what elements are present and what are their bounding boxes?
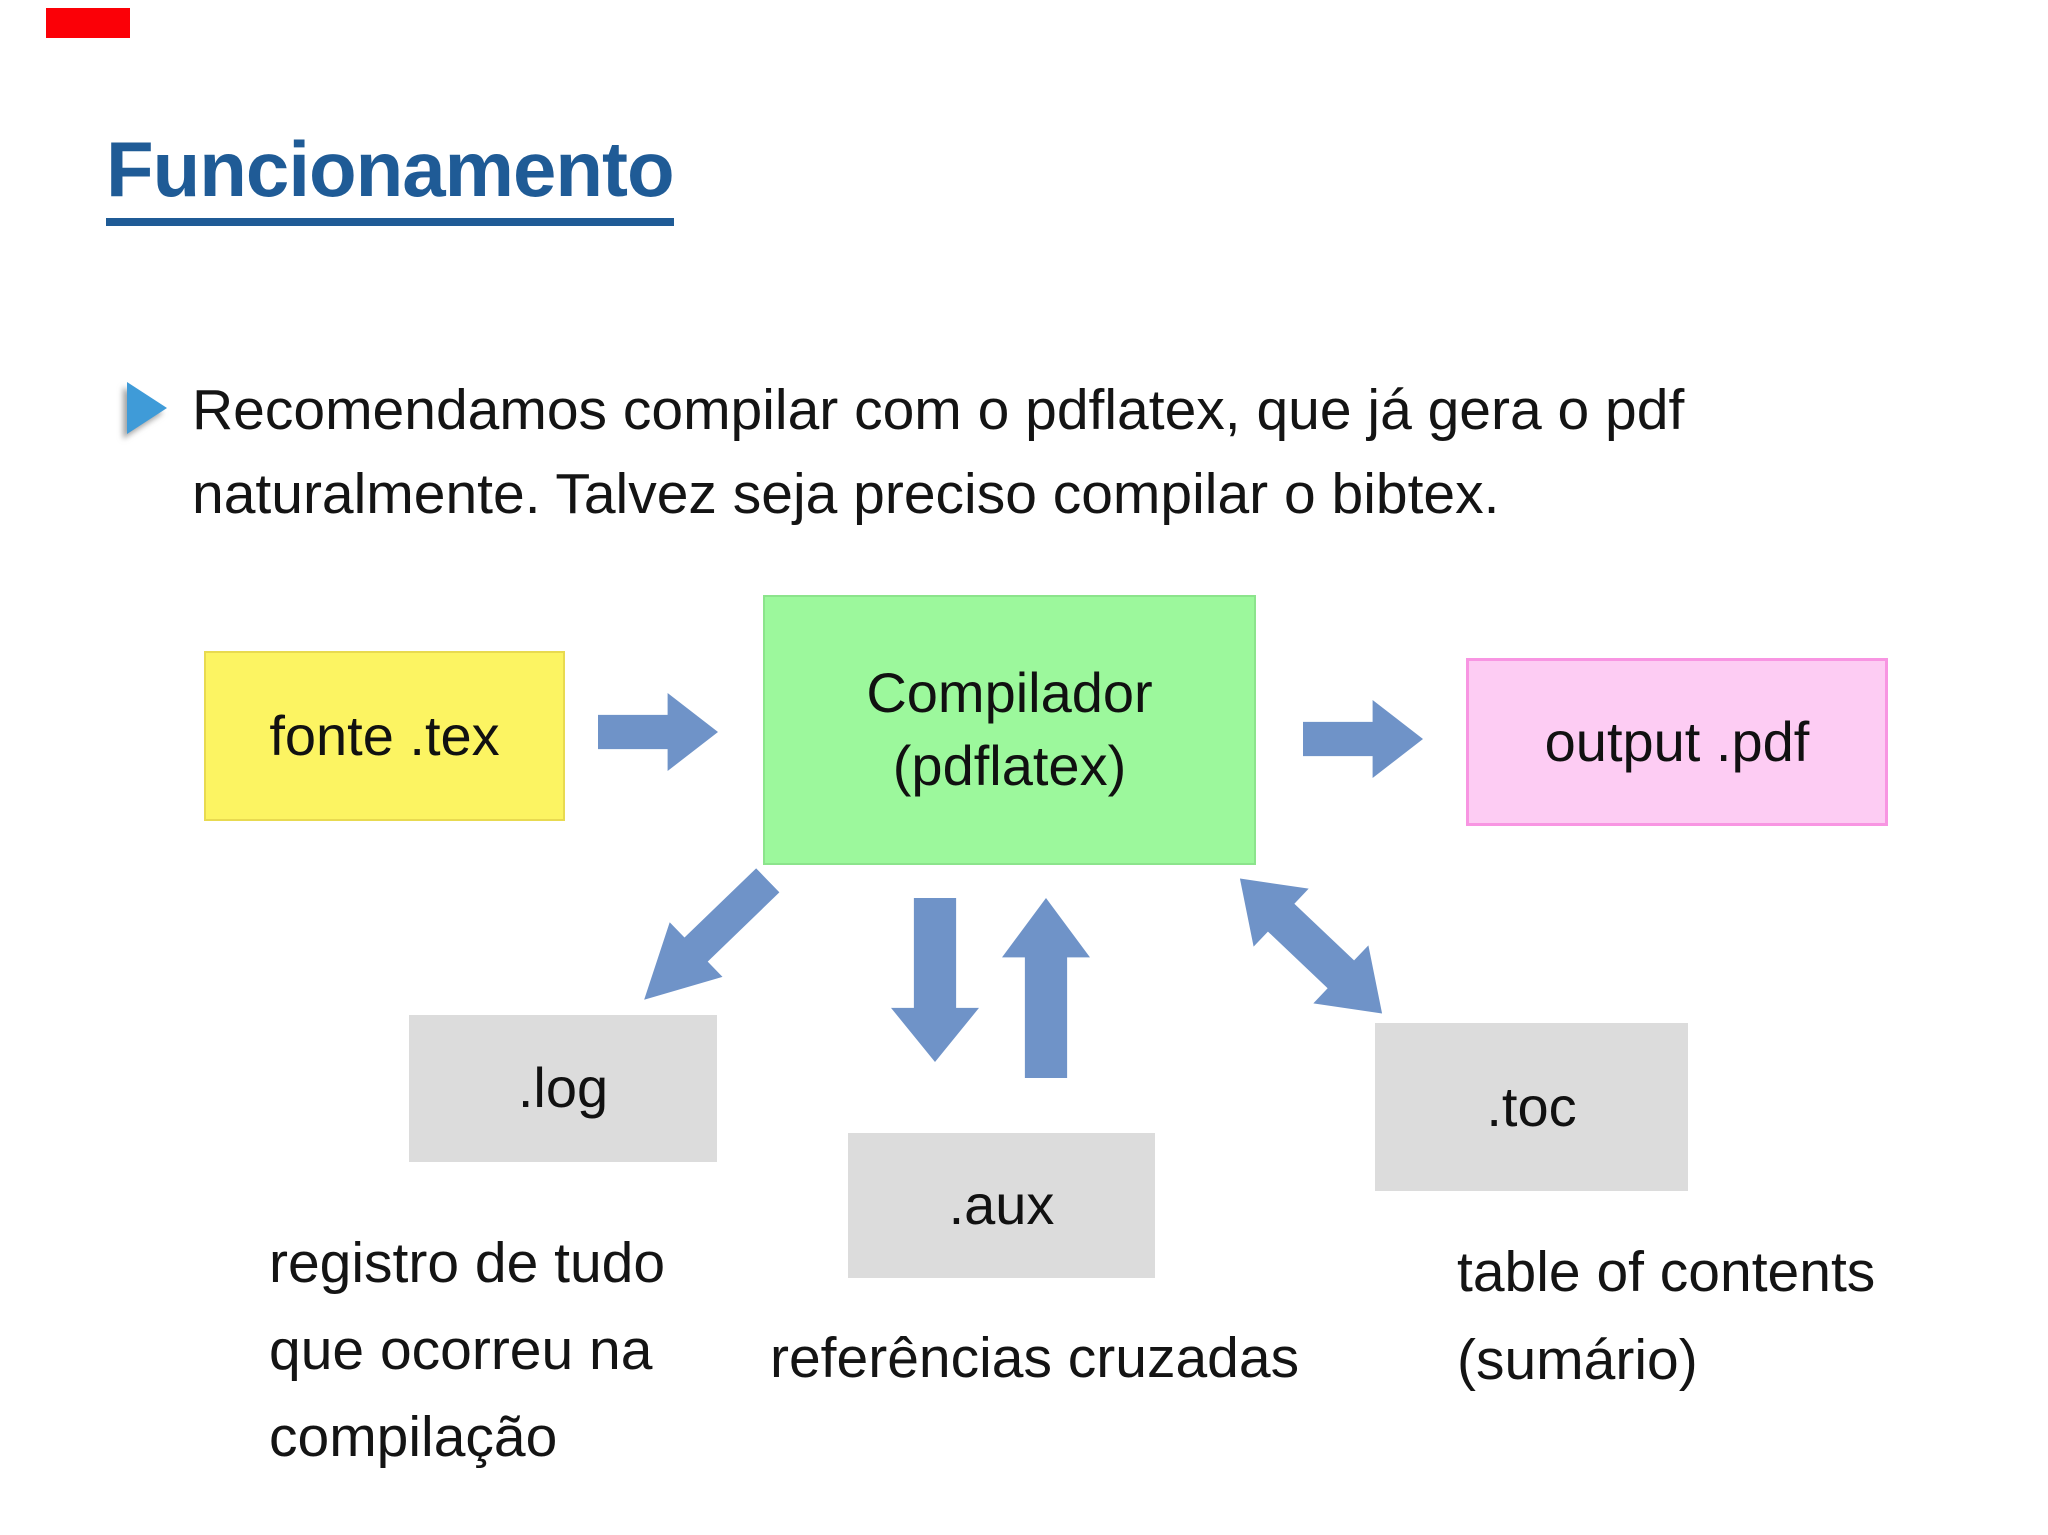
node-compilador-label: Compilador (pdflatex) <box>866 657 1152 803</box>
bullet-text-line2: naturalmente. Talvez seja preciso compil… <box>192 462 1500 526</box>
arrow-compilador-toc-double-icon <box>1212 850 1409 1043</box>
node-log-label: .log <box>517 1056 609 1120</box>
bullet-triangle-icon <box>127 382 167 434</box>
log-caption: registro de tudo que ocorreu na compilaç… <box>269 1220 665 1481</box>
log-caption-line2: que ocorreu na <box>269 1318 653 1382</box>
arrow-fonte-to-compilador-icon <box>598 693 718 771</box>
toc-caption-line2: (sumário) <box>1457 1328 1698 1392</box>
node-compilador: Compilador (pdflatex) <box>763 595 1256 865</box>
bullet-text-line1: Recomendamos compilar com o pdflatex, qu… <box>192 378 1685 442</box>
node-aux: .aux <box>848 1133 1155 1278</box>
arrow-compilador-to-aux-icon <box>891 898 979 1062</box>
node-compilador-line2: (pdflatex) <box>892 734 1127 797</box>
toc-caption-line1: table of contents <box>1457 1240 1876 1304</box>
arrow-compilador-to-output-icon <box>1303 700 1423 778</box>
log-caption-line1: registro de tudo <box>269 1231 666 1295</box>
node-output-pdf-label: output .pdf <box>1544 709 1810 773</box>
arrow-compilador-to-log-icon <box>618 853 795 1027</box>
bullet-text: Recomendamos compilar com o pdflatex, qu… <box>192 368 1684 536</box>
log-caption-line3: compilação <box>269 1405 558 1469</box>
node-log: .log <box>409 1015 717 1162</box>
node-toc-label: .toc <box>1486 1074 1577 1138</box>
node-fonte-tex-label: fonte .tex <box>269 703 500 767</box>
red-marker <box>46 8 130 38</box>
node-aux-label: .aux <box>948 1173 1055 1237</box>
arrow-aux-to-compilador-icon <box>1002 898 1090 1078</box>
node-toc: .toc <box>1375 1023 1688 1191</box>
node-output-pdf: output .pdf <box>1466 658 1888 826</box>
aux-caption: referências cruzadas <box>770 1315 1299 1402</box>
aux-caption-line1: referências cruzadas <box>770 1326 1300 1390</box>
node-compilador-line1: Compilador <box>866 661 1153 725</box>
toc-caption: table of contents (sumário) <box>1457 1228 1875 1404</box>
slide-title: Funcionamento <box>106 130 675 226</box>
node-fonte-tex: fonte .tex <box>204 651 565 821</box>
